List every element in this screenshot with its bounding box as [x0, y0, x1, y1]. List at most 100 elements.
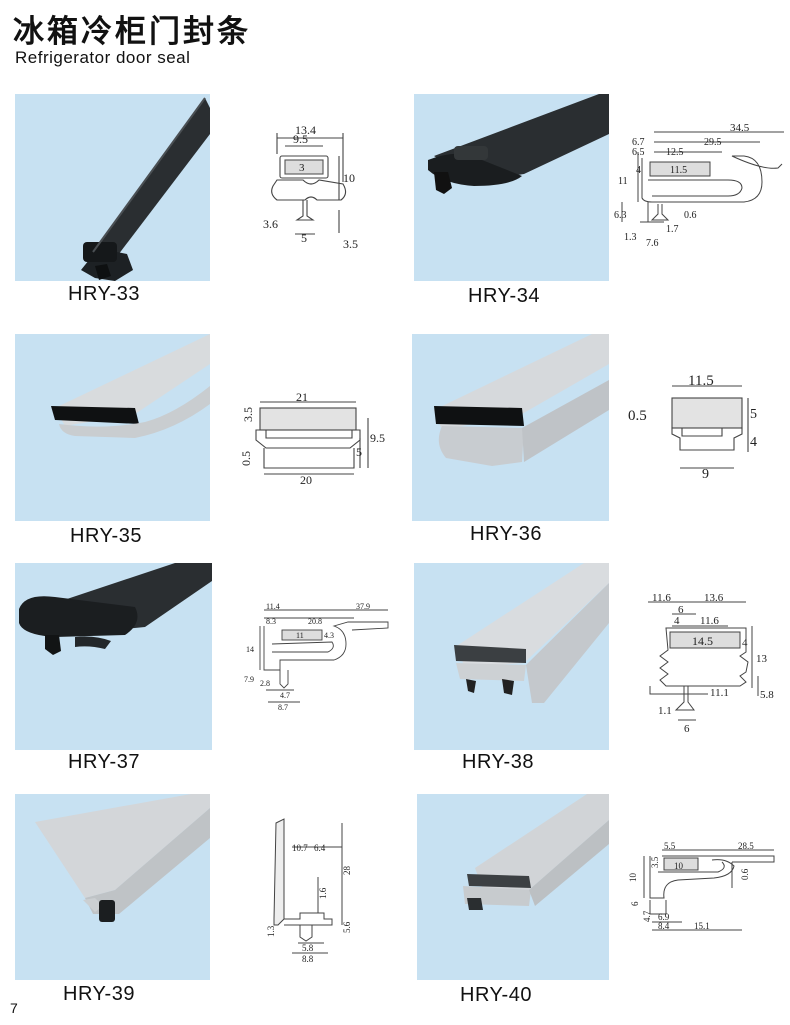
cross-section-hry-40: 5.5 28.5 10 3.5 10 0.6 6 4.7 6.9 8.4 15.…: [622, 838, 782, 938]
dim-label: 13: [756, 653, 768, 665]
model-label-hry-33: HRY-33: [68, 283, 140, 305]
dim-label: 11.1: [710, 687, 729, 699]
dim-label: 10: [628, 873, 638, 883]
model-label-hry-40: HRY-40: [460, 984, 532, 1006]
model-label-hry-38: HRY-38: [462, 751, 534, 773]
dim-label: 4: [674, 615, 680, 627]
dim-label: 3.6: [263, 217, 278, 231]
dim-label: 12.5: [666, 147, 684, 158]
dim-label: 3.5: [650, 856, 660, 868]
dim-label: 5.6: [342, 921, 352, 933]
dim-label: 5: [356, 445, 362, 459]
dim-label: 11.6: [700, 615, 719, 627]
dim-label: 4: [636, 165, 641, 176]
dim-label: 9.5: [370, 431, 385, 445]
dim-label: 13.4: [295, 123, 316, 137]
product-photo-hry-35: [15, 334, 210, 521]
dim-label: 4: [742, 637, 748, 649]
dim-label: 6: [630, 901, 640, 906]
dim-label: 6.5: [632, 147, 645, 158]
dim-label: 7.9: [244, 675, 254, 684]
cross-section-hry-34: 34.5 6.7 29.5 6.5 12.5 4 11.5 11 6.3 0.6…: [612, 118, 790, 258]
dim-label: 10: [343, 171, 355, 185]
dim-label: 9.5: [293, 132, 308, 146]
dim-label: 5.5: [664, 841, 676, 851]
dim-label: 37.9: [356, 602, 370, 611]
product-photo-hry-34: [414, 94, 609, 281]
dim-label: 11.5: [670, 165, 687, 176]
page-number: 7: [10, 1000, 18, 1016]
dim-label: 11.5: [688, 373, 714, 389]
dim-label: 5: [301, 231, 307, 245]
dim-label: 28.5: [738, 841, 754, 851]
dim-label: 5.8: [302, 943, 314, 953]
dim-label: 4: [750, 435, 757, 450]
dim-label: 4.3: [324, 631, 334, 640]
dim-label: 1.7: [666, 224, 679, 235]
cross-section-hry-39: 10.7 6.4 28 1.6 1.3 5.6 5.8 8.8: [262, 815, 372, 965]
product-photo-hry-39: [15, 794, 210, 980]
model-label-hry-39: HRY-39: [63, 983, 135, 1005]
dim-label: 0.6: [740, 868, 750, 880]
model-label-hry-34: HRY-34: [468, 285, 540, 307]
dim-label: 6.9: [658, 912, 670, 922]
dim-label: 11.4: [266, 602, 280, 611]
page-title-english: Refrigerator door seal: [15, 48, 191, 67]
product-photo-hry-36: [412, 334, 609, 521]
dim-label: 0.6: [684, 210, 697, 221]
cross-section-hry-36: 11.5 0.5 5 4 9: [622, 372, 772, 482]
dim-label: 1.6: [318, 887, 328, 899]
dim-label: 8.4: [658, 921, 670, 931]
dim-label: 28: [342, 866, 352, 876]
dim-label: 1.1: [658, 705, 672, 717]
dim-label: 3.5: [343, 237, 358, 251]
product-photo-hry-40: [417, 794, 609, 980]
dim-label: 14: [246, 645, 254, 654]
dim-label: 3.5: [241, 407, 255, 422]
page-title-chinese: 冰箱冷柜门封条: [13, 14, 251, 50]
dim-label: 20.8: [308, 617, 322, 626]
dim-label: 11: [618, 176, 628, 187]
cross-section-hry-38: 11.6 13.6 6 4 11.6 14.5 4 13 11.1 5.8 1.…: [628, 590, 778, 740]
dim-label: 6.3: [614, 210, 627, 221]
dim-label: 6.7: [632, 137, 645, 148]
product-photo-hry-37: [15, 563, 212, 750]
dim-label: 10.7: [292, 843, 308, 853]
dim-label: 8.3: [266, 617, 276, 626]
dim-label: 0.5: [239, 451, 253, 466]
dim-label: 11: [296, 631, 304, 640]
dim-label: 0.5: [628, 408, 647, 424]
dim-label: 6: [678, 604, 684, 616]
dim-label: 8.7: [278, 703, 288, 712]
dim-label: 7.6: [646, 238, 659, 249]
dim-label: 34.5: [730, 122, 750, 134]
dim-label: 3: [299, 162, 305, 174]
dim-label: 21: [296, 390, 308, 404]
cross-section-hry-37: 11.4 37.9 8.3 20.8 11 4.3 14 7.9 2.8 4.7…: [238, 600, 393, 720]
product-photo-hry-38: [414, 563, 609, 750]
dim-label: 29.5: [704, 137, 722, 148]
dim-label: 6.4: [314, 843, 326, 853]
dim-label: 4.7: [280, 691, 290, 700]
dim-label: 13.6: [704, 592, 724, 604]
dim-label: 1.3: [266, 925, 276, 937]
dim-label: 8.8: [302, 954, 314, 964]
dim-label: 10: [674, 861, 684, 871]
dim-label: 1.3: [624, 232, 637, 243]
dim-label: 4.7: [642, 910, 652, 922]
dim-label: 5.8: [760, 689, 774, 701]
model-label-hry-35: HRY-35: [70, 525, 142, 547]
cross-section-hry-35: 3.5 21 0.5 5 9.5 20: [230, 388, 390, 488]
model-label-hry-37: HRY-37: [68, 751, 140, 773]
dim-label: 6: [684, 723, 690, 735]
dim-label: 15.1: [694, 921, 710, 931]
dim-label: 20: [300, 473, 312, 487]
dim-label: 2.8: [260, 679, 270, 688]
dim-label: 11.6: [652, 592, 671, 604]
dim-label: 5: [750, 407, 757, 422]
product-photo-hry-33: [15, 94, 210, 281]
cross-section-hry-33: 13.4 9.5 3 10 3.6 5 3.5: [255, 118, 365, 258]
dim-label: 9: [702, 467, 709, 482]
model-label-hry-36: HRY-36: [470, 523, 542, 545]
dim-label: 14.5: [692, 634, 713, 648]
